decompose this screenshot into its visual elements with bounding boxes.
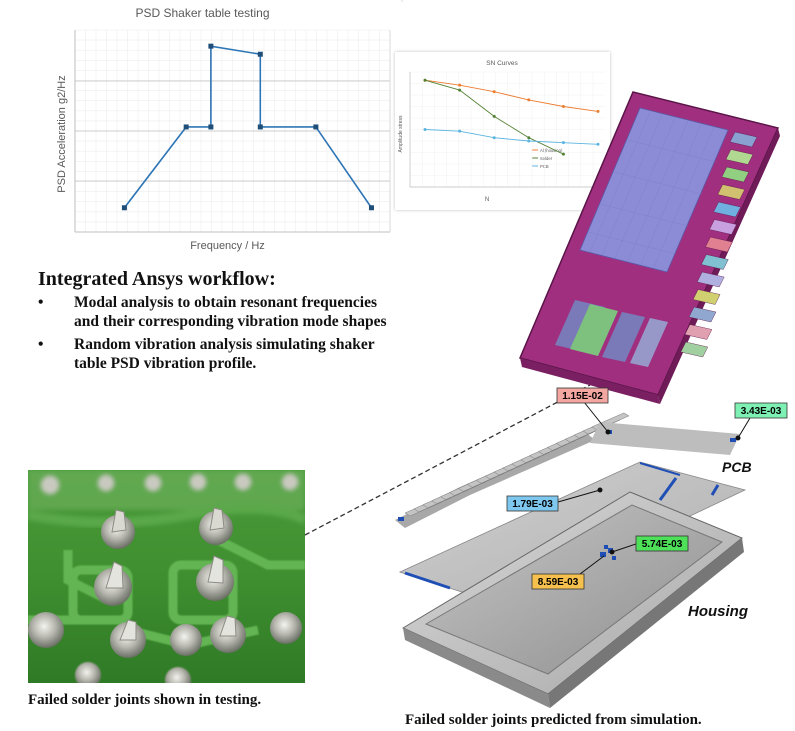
chip-stripe [692, 289, 721, 305]
chip-stripe [717, 184, 745, 200]
psd-point [257, 124, 263, 130]
psd-chart-plot [74, 0, 403, 233]
housing-label: Housing [688, 603, 748, 620]
psd-chart-ylabel: PSD Acceleration g2/Hz [56, 75, 68, 193]
psd-point [208, 124, 214, 130]
sn-point [561, 141, 565, 145]
chip-stripe [688, 306, 717, 323]
workflow-bullet: • Modal analysis to obtain resonant freq… [38, 293, 408, 331]
callout-box [531, 573, 585, 590]
psd-series-line [123, 45, 373, 209]
callout-box [635, 535, 689, 552]
sn-point [458, 88, 462, 92]
sn-legend-label: Al (housing) [540, 148, 563, 153]
psd-point [368, 205, 374, 211]
workflow-bullet: • Random vibration analysis simulating s… [38, 335, 408, 373]
sn-point [492, 136, 496, 140]
pcb-pad-row [395, 412, 740, 528]
sn-chart-title: SN Curves [486, 60, 518, 67]
sn-point [492, 114, 496, 118]
sn-point [458, 83, 462, 87]
callout-box [734, 402, 788, 419]
psd-point [183, 124, 189, 130]
sn-point [527, 98, 531, 102]
bullet-mark: • [38, 294, 44, 311]
sn-series-line [424, 129, 599, 145]
psd-chart-xlabel: Frequency / Hz [190, 240, 265, 252]
sn-curves-chart: SN Curves N Amplitude stress Al (housing… [395, 52, 610, 210]
callout-value: 5.74E-03 [642, 539, 683, 550]
callout-value: 1.79E-03 [512, 499, 553, 510]
workflow-title: Integrated Ansys workflow: [38, 268, 276, 290]
callout-box [506, 495, 559, 512]
photo-caption: Failed solder joints shown in testing. [28, 692, 262, 708]
sn-point [527, 139, 531, 143]
sn-point [492, 90, 496, 94]
bullet-text: Modal analysis to obtain resonant freque… [74, 294, 387, 330]
callout-value: 3.43E-03 [741, 406, 782, 417]
sn-point [561, 105, 565, 108]
callout-value: 8.59E-03 [538, 577, 579, 588]
pcb-label: PCB [722, 459, 752, 475]
psd-grid [74, 29, 391, 233]
psd-chart: PSD Shaker table testing PSD Acceleratio… [0, 0, 405, 262]
psd-chart-title: PSD Shaker table testing [135, 6, 270, 20]
sn-curves-plot: SN Curves N Amplitude stress Al (housing… [398, 60, 605, 203]
chip-stripe [709, 219, 737, 235]
sn-grid [409, 71, 605, 188]
simulation-caption: Failed solder joints predicted from simu… [405, 712, 702, 728]
sn-point [458, 129, 462, 133]
chip-stripe [725, 149, 754, 165]
chip-stripe [729, 131, 758, 148]
exploded-simulation-view: 1.15E-02 3.43E-03 1.79E-03 5.74E-03 8.59… [395, 91, 788, 708]
sn-point [596, 142, 600, 146]
psd-point [208, 43, 214, 49]
chip-stripe [721, 166, 750, 183]
psd-point [257, 51, 263, 57]
sn-point [527, 136, 531, 140]
dashed-connector [304, 384, 591, 536]
sn-point [423, 78, 427, 82]
callout-value: 1.15E-02 [562, 391, 603, 402]
chip-stripe [705, 236, 733, 253]
sn-chart-ylabel: Amplitude stress [398, 115, 404, 152]
sn-point [596, 109, 600, 113]
chip-stripe [713, 201, 741, 218]
chip-stripe [680, 341, 709, 358]
psd-point [313, 124, 319, 130]
bullet-mark: • [38, 336, 44, 353]
callout-box [556, 387, 609, 404]
sn-legend-label: Solder [540, 156, 553, 161]
psd-point [121, 205, 127, 211]
solder-joint-photo [28, 470, 305, 683]
workflow-text: Integrated Ansys workflow: • Modal analy… [38, 268, 408, 377]
sn-point [423, 128, 427, 131]
chip-stripe [701, 254, 729, 270]
chip-stripe [696, 271, 725, 288]
sn-point [561, 152, 565, 156]
bullet-text: Random vibration analysis simulating sha… [74, 336, 375, 372]
sn-series-line [424, 79, 599, 112]
chip-stripe [684, 324, 713, 340]
chip-module [518, 91, 780, 404]
sn-chart-xlabel: N [485, 197, 489, 203]
